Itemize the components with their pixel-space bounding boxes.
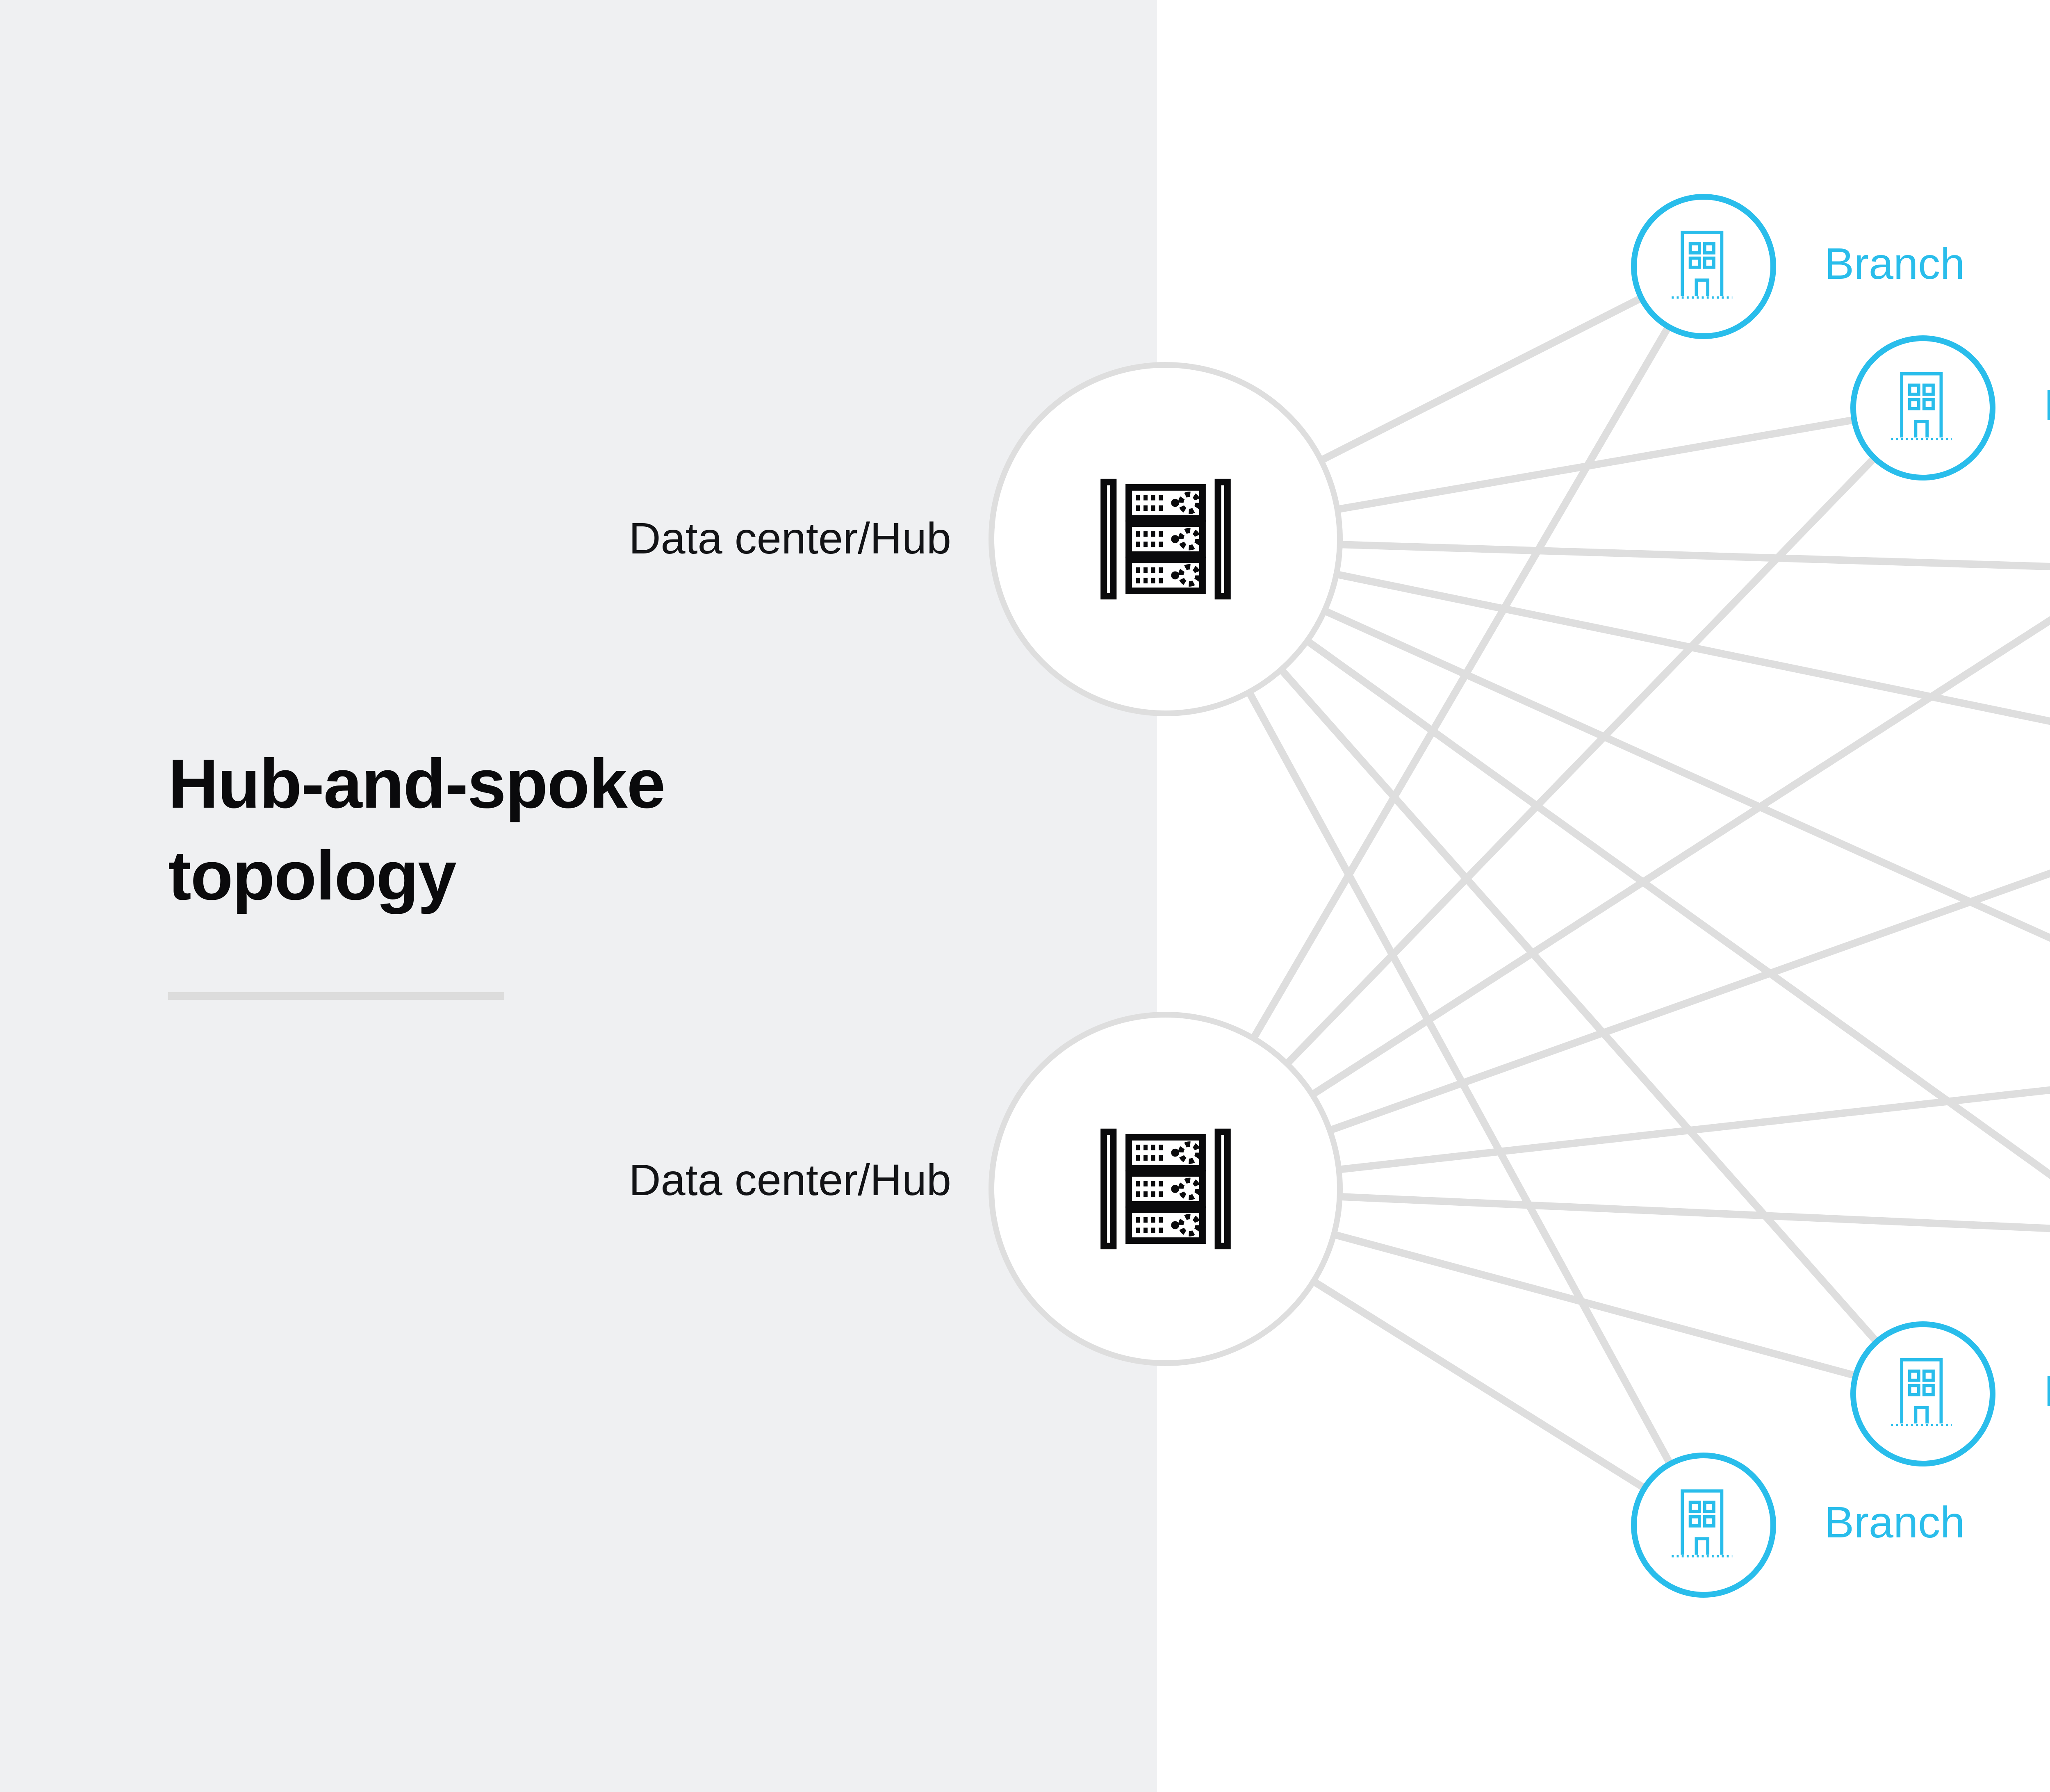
link-hub-top-to-branch-5 (1321, 606, 2050, 942)
server-rack-icon (1100, 478, 1231, 600)
branch-label-8: Branch (1824, 1497, 1965, 1547)
branch-node-branch-1[interactable] (1631, 194, 1776, 339)
link-hub-bottom-to-branch-6 (1338, 1193, 2050, 1232)
links-layer (1245, 294, 2050, 1492)
link-hub-top-to-branch-1 (1318, 294, 1645, 465)
branch-node-branch-7[interactable] (1850, 1321, 1995, 1466)
title-block: Hub-and-spoke topology (168, 738, 906, 922)
link-hub-bottom-to-branch-5 (1337, 1086, 2050, 1174)
link-hub-top-to-branch-3 (1338, 541, 2050, 570)
server-rack-icon (1100, 1128, 1231, 1250)
link-hub-bottom-to-branch-3 (1309, 616, 2050, 1099)
hub-label-bottom: Data center/Hub (629, 1155, 951, 1205)
office-building-icon (1891, 1358, 1952, 1426)
link-hub-bottom-to-branch-7 (1331, 1230, 1859, 1380)
title-underline-rule (168, 992, 504, 1000)
branch-node-branch-8[interactable] (1631, 1453, 1776, 1598)
left-info-panel (0, 0, 1157, 1792)
link-hub-bottom-to-branch-8 (1310, 1277, 1648, 1492)
hub-node-hub-top[interactable] (989, 362, 1343, 716)
link-hub-bottom-to-branch-1 (1249, 323, 1673, 1042)
office-building-icon (1672, 1489, 1733, 1557)
hub-node-hub-bottom[interactable] (989, 1012, 1343, 1366)
page-title: Hub-and-spoke topology (168, 745, 665, 915)
link-hub-bottom-to-branch-2 (1283, 454, 1878, 1068)
link-hub-top-to-branch-7 (1277, 666, 1881, 1346)
branch-label-1: Branch (1824, 239, 1965, 288)
link-hub-bottom-to-branch-4 (1327, 869, 2050, 1135)
office-building-icon (1672, 230, 1733, 299)
nodes-layer (989, 194, 1995, 1598)
branch-label-7: Branch (2044, 1365, 2050, 1416)
hub-label-top: Data center/Hub (629, 513, 951, 563)
link-hub-top-to-branch-8 (1245, 689, 1674, 1467)
branch-node-branch-2[interactable] (1850, 335, 1995, 480)
office-building-icon (1891, 372, 1952, 440)
link-hub-top-to-branch-4 (1334, 570, 2050, 725)
branch-label-2: Branch (2044, 379, 2050, 430)
link-hub-top-to-branch-2 (1335, 416, 1856, 513)
